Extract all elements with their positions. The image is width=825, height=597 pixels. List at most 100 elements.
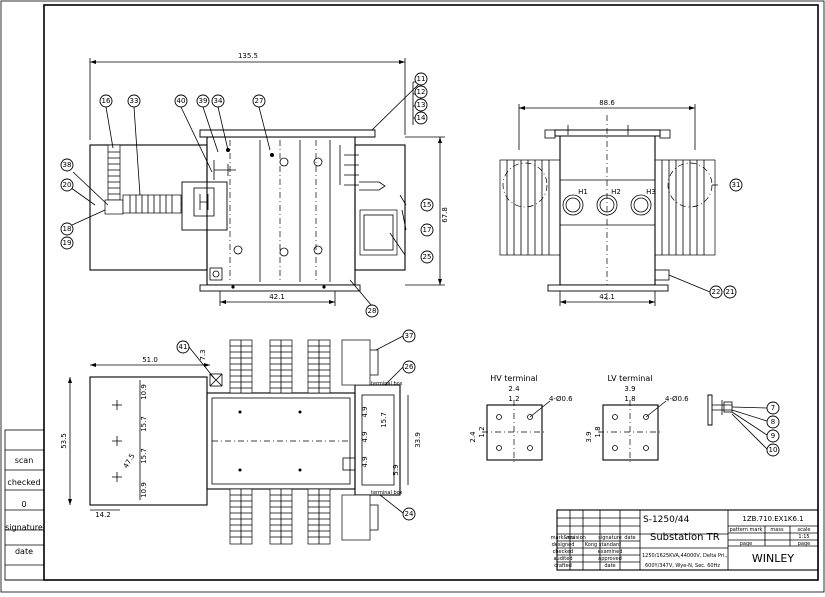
hv-terminal-inner-h: 1.2 [478, 426, 486, 437]
dim-front-width: 88.6 [599, 99, 615, 107]
balloon-9: 9 [771, 432, 775, 440]
balloons-plan: 41 37 26 24 [176, 329, 416, 521]
tb-company: WINLEY [752, 552, 794, 565]
front-elevation-view: 88.6 H1 H2 H3 42.1 [499, 99, 718, 306]
panel-label-signature: signature [5, 523, 43, 532]
balloon-10: 10 [769, 446, 778, 454]
tb-name: Substation TR [650, 532, 720, 543]
balloon-19: 19 [63, 239, 72, 247]
hv-terminal-h: 2.4 [469, 431, 477, 443]
dim-lv-1: 4.9 [361, 406, 369, 417]
tb-role-4: crafted [554, 563, 572, 569]
left-panel: scan checked 0 signature date [4, 429, 45, 581]
hv-terminal-w: 2.4 [508, 385, 520, 393]
terminal-box-label-bottom: terminal box [371, 490, 403, 496]
plan-radiators-bottom [229, 488, 331, 545]
balloon-12: 12 [417, 88, 426, 96]
balloon-22: 22 [712, 288, 721, 296]
dim-plan-angle: 47.5 [122, 452, 137, 470]
panel-label-checked: checked [7, 478, 40, 487]
balloon-20: 20 [63, 181, 72, 189]
tb-approval-1: examined [598, 549, 623, 555]
balloon-33: 33 [130, 97, 139, 105]
lv-terminal-holes: 4-Ø0.6 [665, 395, 689, 403]
balloons-front: 31 22 21 [709, 178, 743, 299]
bushing-h1: H1 [578, 188, 588, 196]
hv-terminal-title: HV terminal [490, 374, 537, 383]
dim-plan-d: 10.9 [140, 482, 148, 498]
hv-terminal-inner-w: 1.2 [508, 395, 519, 403]
balloon-41: 41 [179, 343, 188, 351]
tb-col-revision: revision [566, 535, 586, 541]
tb-spec-1: 1250/1625KVA,44000V, Delta Pri., [642, 553, 728, 559]
balloon-8: 8 [771, 418, 775, 426]
dim-plan-b: 15.7 [140, 416, 148, 432]
tb-approval-3: date [604, 563, 615, 569]
dim-base-front: 42.1 [599, 293, 615, 301]
balloon-37: 37 [405, 332, 414, 340]
balloon-25: 25 [423, 253, 432, 261]
tb-name-kong: Kong [585, 542, 597, 548]
balloon-14: 14 [417, 114, 426, 122]
lv-terminal-detail: LV terminal 3.9 1.8 3.9 1.8 4-Ø0.6 [585, 374, 689, 465]
dim-plan-length: 51.0 [142, 356, 158, 364]
balloon-34: 34 [214, 97, 223, 105]
tb-role-0: mark&rev [551, 535, 576, 541]
fitting-detail: 7 8 9 10 [707, 394, 780, 457]
balloon-17: 17 [423, 226, 432, 234]
balloon-27: 27 [255, 97, 264, 105]
title-block: mark&rev designed checked audited crafte… [551, 509, 819, 571]
tb-role-2: checked [553, 549, 574, 555]
balloon-11: 11 [417, 75, 426, 83]
tb-mass: mass [770, 527, 784, 533]
balloon-24: 24 [405, 510, 414, 518]
hv-terminal-holes: 4-Ø0.6 [549, 395, 573, 403]
panel-label-date: date [15, 547, 33, 556]
dim-lv-h: 15.7 [380, 412, 388, 428]
dim-base-side: 42.1 [269, 293, 285, 301]
panel-label-zero: 0 [21, 500, 26, 509]
dim-overall-width: 135.5 [238, 52, 258, 60]
dim-lv-2: 4.9 [361, 431, 369, 442]
balloon-26: 26 [405, 363, 414, 371]
dim-lv-e: 5.9 [392, 464, 400, 475]
dim-plan-e: 7.3 [199, 349, 207, 360]
balloon-40: 40 [177, 97, 186, 105]
tb-role-1: designed [552, 542, 575, 548]
bushing-h3: H3 [646, 188, 656, 196]
bushing-h2: H2 [611, 188, 621, 196]
dim-plan-a: 10.9 [140, 384, 148, 400]
lv-terminal-w: 3.9 [624, 385, 635, 393]
panel-label-scan: scan [15, 456, 34, 465]
balloon-13: 13 [417, 101, 426, 109]
balloon-31: 31 [732, 181, 741, 189]
lv-terminal-inner-w: 1.8 [624, 395, 635, 403]
balloon-16: 16 [102, 97, 111, 105]
tb-spec-2: 600Y/347V, Wye-N, Sec. 60Hz [645, 563, 720, 569]
tb-page-2: page [798, 541, 811, 547]
lv-terminal-title: LV terminal [607, 374, 652, 383]
dim-height: 67.8 [441, 207, 449, 223]
lv-terminal-inner-h: 1.8 [594, 426, 602, 437]
hv-terminal-detail: HV terminal 2.4 1.2 2.4 1.2 4-Ø0.6 [469, 374, 573, 465]
side-elevation-view: 135.5 [66, 52, 449, 307]
balloon-39: 39 [199, 97, 208, 105]
dim-lv-total: 33.9 [414, 432, 422, 448]
dim-plan-c: 15.7 [140, 448, 148, 464]
balloon-21: 21 [726, 288, 735, 296]
tb-pattern-mark: pattern mark [730, 527, 763, 533]
tb-col-date: date [624, 535, 635, 541]
tb-approval-0: standard [599, 542, 621, 548]
dim-plan-offset: 14.2 [95, 511, 111, 519]
dim-lv-3: 4.9 [361, 456, 369, 467]
balloon-15: 15 [423, 201, 432, 209]
balloons-side: 16 33 40 39 34 27 11 12 13 14 38 20 18 1… [60, 72, 434, 318]
lv-terminal-h: 3.9 [585, 431, 593, 442]
balloon-38: 38 [63, 161, 72, 169]
tb-drawing-no: 1ZB.710.EX1K6.1 [742, 515, 803, 523]
balloon-18: 18 [63, 225, 72, 233]
balloon-7: 7 [771, 404, 775, 412]
